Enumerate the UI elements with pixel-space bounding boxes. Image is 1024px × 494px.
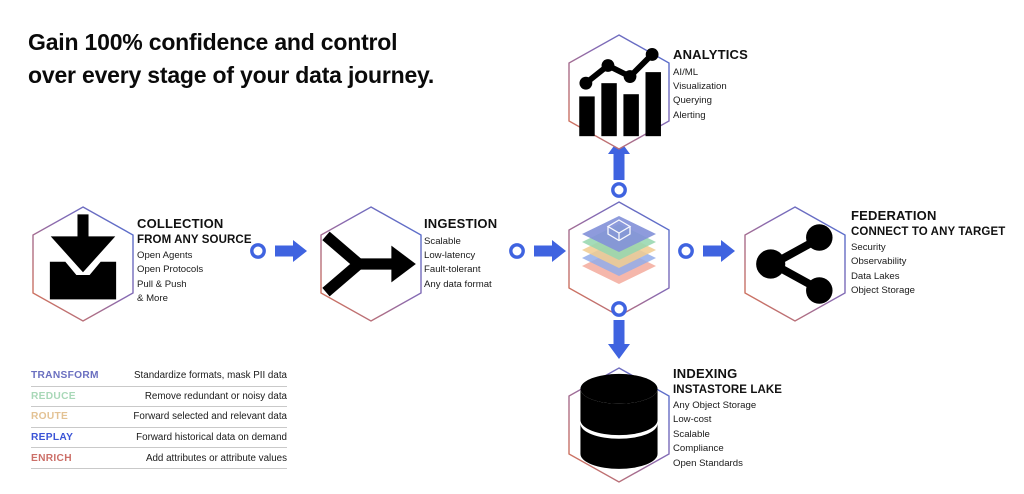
node-analytics-title: ANALYTICS <box>673 47 748 62</box>
connector-processing-to-analytics <box>606 136 632 198</box>
node-federation-subtitle: CONNECT TO ANY TARGET <box>851 225 1006 238</box>
connector-dot-icon <box>678 243 694 259</box>
list-item: Object Storage <box>851 285 915 297</box>
legend-row-transform: TRANSFORM Standardize formats, mask PII … <box>31 366 287 387</box>
database-cylinder-icon <box>566 366 672 484</box>
cube-wireframe-icon <box>606 219 632 242</box>
list-item: Scalable <box>424 235 461 247</box>
list-item: Alerting <box>673 109 706 121</box>
arrow-right-icon <box>534 240 566 262</box>
node-collection-list: Open Agents Open Protocols Pull & Push &… <box>137 249 252 307</box>
node-collection-title: COLLECTION <box>137 216 224 231</box>
list-item: Observability <box>851 256 907 268</box>
list-item: Visualization <box>673 80 727 92</box>
node-analytics[interactable] <box>566 33 672 151</box>
node-ingestion-text: INGESTION Scalable Low-latency Fault-tol… <box>424 216 497 292</box>
list-item: Fault-tolerant <box>424 264 481 276</box>
list-item: Any data format <box>424 278 492 290</box>
connector-processing-to-federation <box>677 238 739 264</box>
list-item: Security <box>851 241 886 253</box>
list-item: Open Standards <box>673 457 743 469</box>
legend-key: TRANSFORM <box>31 370 99 382</box>
legend-description: Remove redundant or noisy data <box>144 390 287 402</box>
legend-row-enrich: ENRICH Add attributes or attribute value… <box>31 448 287 469</box>
node-analytics-text: ANALYTICS AI/ML Visualization Querying A… <box>673 47 748 123</box>
connector-ingestion-to-processing <box>508 238 570 264</box>
inbox-download-icon <box>30 205 136 323</box>
list-item: AI/ML <box>673 66 699 78</box>
connector-dot-icon <box>611 301 627 317</box>
connector-collection-to-ingestion <box>249 238 311 264</box>
node-collection[interactable] <box>30 205 136 323</box>
legend-description: Forward historical data on demand <box>136 432 287 444</box>
list-item: Any Object Storage <box>673 399 757 411</box>
node-indexing-title: INDEXING <box>673 366 738 381</box>
list-item: Low-cost <box>673 414 712 426</box>
connector-dot-icon <box>250 243 266 259</box>
node-collection-subtitle: FROM ANY SOURCE <box>137 233 252 246</box>
legend-row-route: ROUTE Forward selected and relevant data <box>31 407 287 428</box>
node-processing[interactable] <box>566 200 672 318</box>
list-item: Data Lakes <box>851 270 900 282</box>
legend-row-reduce: REDUCE Remove redundant or noisy data <box>31 387 287 408</box>
list-item: Scalable <box>673 428 710 440</box>
node-federation-list: Security Observability Data Lakes Object… <box>851 241 1005 299</box>
node-ingestion-list: Scalable Low-latency Fault-tolerant Any … <box>424 235 497 293</box>
list-item: Open Protocols <box>137 264 204 276</box>
node-ingestion-title: INGESTION <box>424 216 498 231</box>
arrow-right-icon <box>275 240 307 262</box>
node-indexing-list: Any Object Storage Low-cost Scalable Com… <box>673 399 782 471</box>
connector-processing-to-indexing <box>606 300 632 362</box>
arrow-down-icon <box>608 320 630 359</box>
node-collection-text: COLLECTION FROM ANY SOURCE Open Agents O… <box>137 216 252 307</box>
legend-description: Standardize formats, mask PII data <box>133 370 287 382</box>
list-item: Low-latency <box>424 249 476 261</box>
share-nodes-icon <box>742 205 848 323</box>
page-title: Gain 100% confidence and control over ev… <box>28 26 588 91</box>
legend-description: Forward selected and relevant data <box>133 411 287 423</box>
node-federation-text: FEDERATION CONNECT TO ANY TARGET Securit… <box>851 208 1005 299</box>
legend-table: TRANSFORM Standardize formats, mask PII … <box>31 366 287 469</box>
list-item: Querying <box>673 95 712 107</box>
stacked-layers-cube-icon <box>566 200 672 318</box>
node-indexing[interactable] <box>566 366 672 484</box>
legend-key: ENRICH <box>31 452 72 464</box>
arrow-up-icon <box>608 139 630 180</box>
node-federation-title: FEDERATION <box>851 208 937 223</box>
node-indexing-subtitle: INSTASTORE LAKE <box>673 383 783 396</box>
headline-line-2: over every stage of your data journey. <box>28 61 435 88</box>
list-item: Open Agents <box>137 249 193 261</box>
legend-row-replay: REPLAY Forward historical data on demand <box>31 428 287 449</box>
list-item: Pull & Push <box>137 278 187 290</box>
node-analytics-list: AI/ML Visualization Querying Alerting <box>673 66 748 124</box>
list-item: Compliance <box>673 443 724 455</box>
node-indexing-text: INDEXING INSTASTORE LAKE Any Object Stor… <box>673 366 782 471</box>
list-item: & More <box>137 293 168 305</box>
headline-line-1: Gain 100% confidence and control <box>28 29 398 55</box>
node-federation[interactable] <box>742 205 848 323</box>
bar-chart-trend-icon <box>566 33 672 151</box>
connector-dot-icon <box>509 243 525 259</box>
legend-description: Add attributes or attribute values <box>145 452 287 464</box>
legend-key: REPLAY <box>31 432 74 444</box>
node-ingestion[interactable] <box>318 205 424 323</box>
merge-arrow-icon <box>318 205 424 323</box>
legend-key: REDUCE <box>31 390 76 402</box>
arrow-right-icon <box>703 240 735 262</box>
connector-dot-icon <box>611 182 627 198</box>
legend-key: ROUTE <box>31 411 69 423</box>
